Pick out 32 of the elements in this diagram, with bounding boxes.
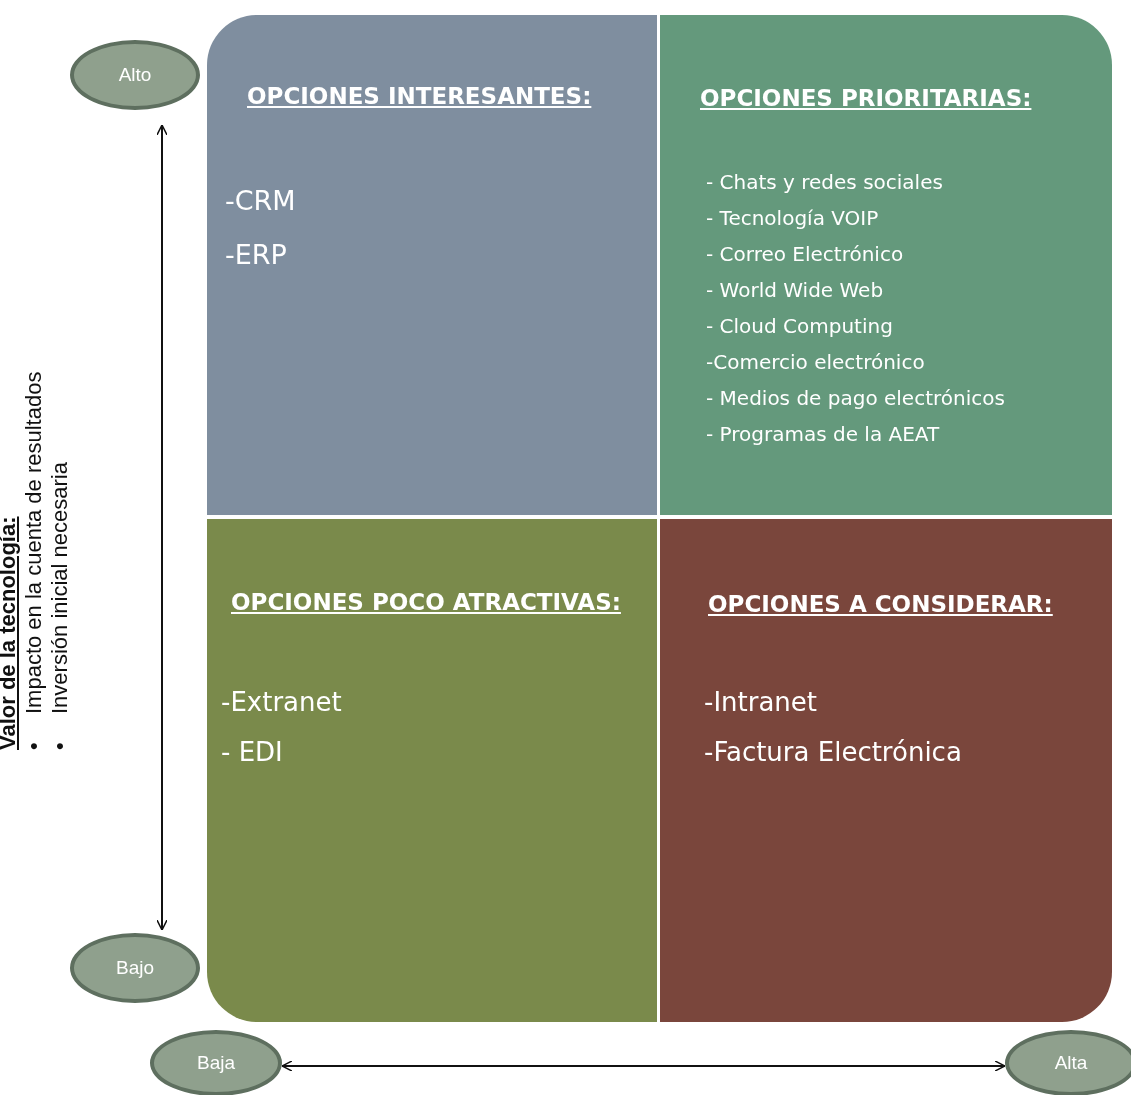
bullet-item: Impacto en la cuenta de resultados — [21, 371, 47, 714]
quadrant-panel — [660, 15, 1112, 515]
bullet-marker: • — [21, 741, 47, 750]
option-item: -Intranet — [704, 687, 817, 717]
quadrant-heading: OPCIONES PRIORITARIAS: — [700, 85, 1032, 111]
option-item: -Comercio electrónico — [706, 350, 925, 374]
option-item: - Tecnología VOIP — [706, 206, 879, 230]
bullet-marker: • — [47, 741, 73, 750]
option-item: - Correo Electrónico — [706, 242, 904, 266]
quadrant-panel — [207, 15, 657, 515]
option-item: - World Wide Web — [706, 278, 884, 302]
quadrant-heading: OPCIONES A CONSIDERAR: — [708, 591, 1053, 617]
axis-end-ellipse: Bajo — [70, 933, 200, 1003]
option-item: - Medios de pago electrónicos — [706, 386, 1005, 410]
option-item: - Programas de la AEAT — [706, 422, 940, 446]
option-item: -Extranet — [221, 687, 342, 717]
axis-end-ellipse: Alto — [70, 40, 200, 110]
quadrant-heading: OPCIONES INTERESANTES: — [247, 83, 592, 109]
quadrant-heading: OPCIONES POCO ATRACTIVAS: — [231, 589, 621, 615]
option-item: - EDI — [221, 737, 283, 767]
double-arrow — [281, 1060, 1006, 1072]
bullet-item: Inversión inicial necesaria — [47, 462, 73, 714]
quadrant-panel — [207, 519, 657, 1022]
option-item: -ERP — [225, 239, 287, 270]
double-arrow — [156, 124, 168, 931]
option-item: - Chats y redes sociales — [706, 170, 943, 194]
quadrant-panel — [660, 519, 1112, 1022]
option-item: -CRM — [225, 185, 296, 216]
axis-end-ellipse: Alta — [1005, 1030, 1131, 1095]
option-item: -Factura Electrónica — [704, 737, 962, 767]
option-item: - Cloud Computing — [706, 314, 893, 338]
axis-end-ellipse: Baja — [150, 1030, 282, 1095]
